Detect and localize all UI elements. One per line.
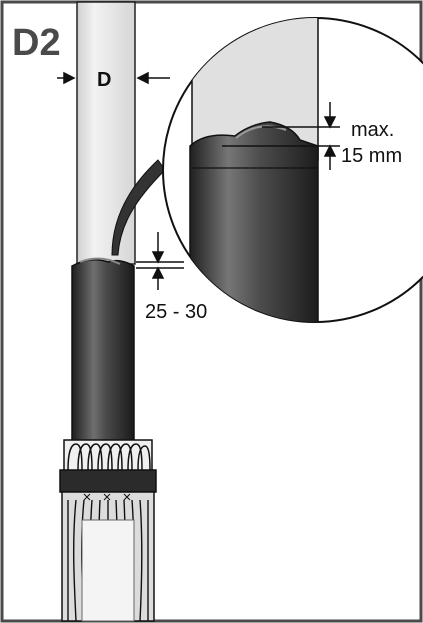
sleeve xyxy=(71,259,135,451)
zoom-detail xyxy=(162,17,423,323)
tolerance-dimension xyxy=(222,102,340,170)
diameter-label: D xyxy=(97,69,111,91)
figure-label: D2 xyxy=(12,22,61,64)
diameter-dimension xyxy=(57,71,170,85)
pipe xyxy=(76,1,136,265)
tolerance-label-value: 15 mm xyxy=(341,145,402,167)
zoom-connector xyxy=(111,159,166,256)
gap-label: 25 - 30 xyxy=(145,301,207,323)
tolerance-label-max: max. xyxy=(351,119,394,141)
cable-gland xyxy=(59,439,157,622)
sleeve-edge xyxy=(79,257,121,265)
gap-dimension xyxy=(136,232,184,290)
